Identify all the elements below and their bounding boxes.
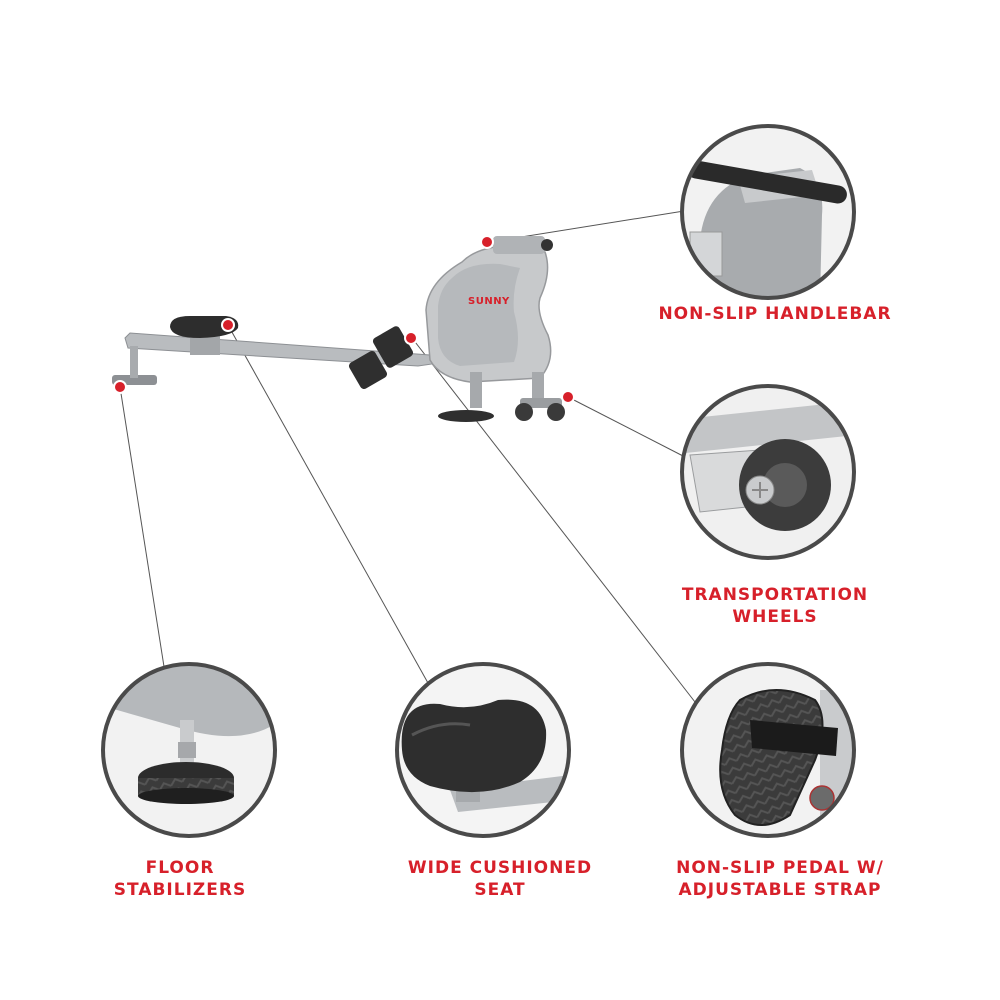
pedal-plate [719,689,824,826]
label-non-slip-pedal: NON-SLIP PEDAL W/ ADJUSTABLE STRAP [640,857,920,901]
handle-knob [541,239,553,251]
hotspot-pedal [404,331,418,345]
label-line: SEAT [474,880,526,900]
label-line: NON-SLIP HANDLEBAR [658,304,892,324]
pedal-left [348,350,388,390]
handlebar-grip [687,160,847,204]
brand-logo-text: SUNNY [468,296,510,307]
label-line: TRANSPORTATION [681,585,869,605]
rowing-machine [112,236,565,422]
front-foot [438,410,494,422]
hotspot-handlebar [480,235,494,249]
hotspot-wheels [561,390,575,404]
label-line: FLOOR [145,858,215,878]
seat-cushion-zoom [401,699,547,793]
zoom-pedal [680,662,856,838]
label-line: STABILIZERS [113,880,247,900]
pedal-strap [750,720,838,756]
hotspot-floor [113,380,127,394]
transport-wheel [515,403,533,421]
label-line: ADJUSTABLE STRAP [678,880,882,900]
label-line: WHEELS [732,607,818,627]
housing-panel [438,263,520,366]
label-transportation-wheels: TRANSPORTATION WHEELS [640,584,910,628]
label-non-slip-handlebar: NON-SLIP HANDLEBAR [640,303,910,325]
front-leg [470,372,482,408]
zoom-seat [395,662,571,838]
line-seat [227,324,429,684]
zoom-handlebar [680,124,856,300]
transport-wheel-2 [547,403,565,421]
callout-lines [119,210,696,703]
line-wheels [567,396,686,458]
seat-carriage [190,333,220,355]
seat-cushion [170,316,239,338]
rear-leg [532,372,544,406]
label-wide-cushioned-seat: WIDE CUSHIONED SEAT [365,857,635,901]
zoom-wheels [680,384,856,560]
hotspot-markers [113,235,575,404]
hotspot-seat [221,318,235,332]
label-line: NON-SLIP PEDAL W/ [676,858,884,878]
label-line: WIDE CUSHIONED [407,858,593,878]
line-floor [119,386,166,674]
pedal-right [372,326,414,368]
line-pedal [411,337,696,703]
zoom-floor [101,662,277,838]
label-floor-stabilizers: FLOOR STABILIZERS [60,857,300,901]
rail-post [130,346,138,378]
handle-bracket [493,236,545,254]
